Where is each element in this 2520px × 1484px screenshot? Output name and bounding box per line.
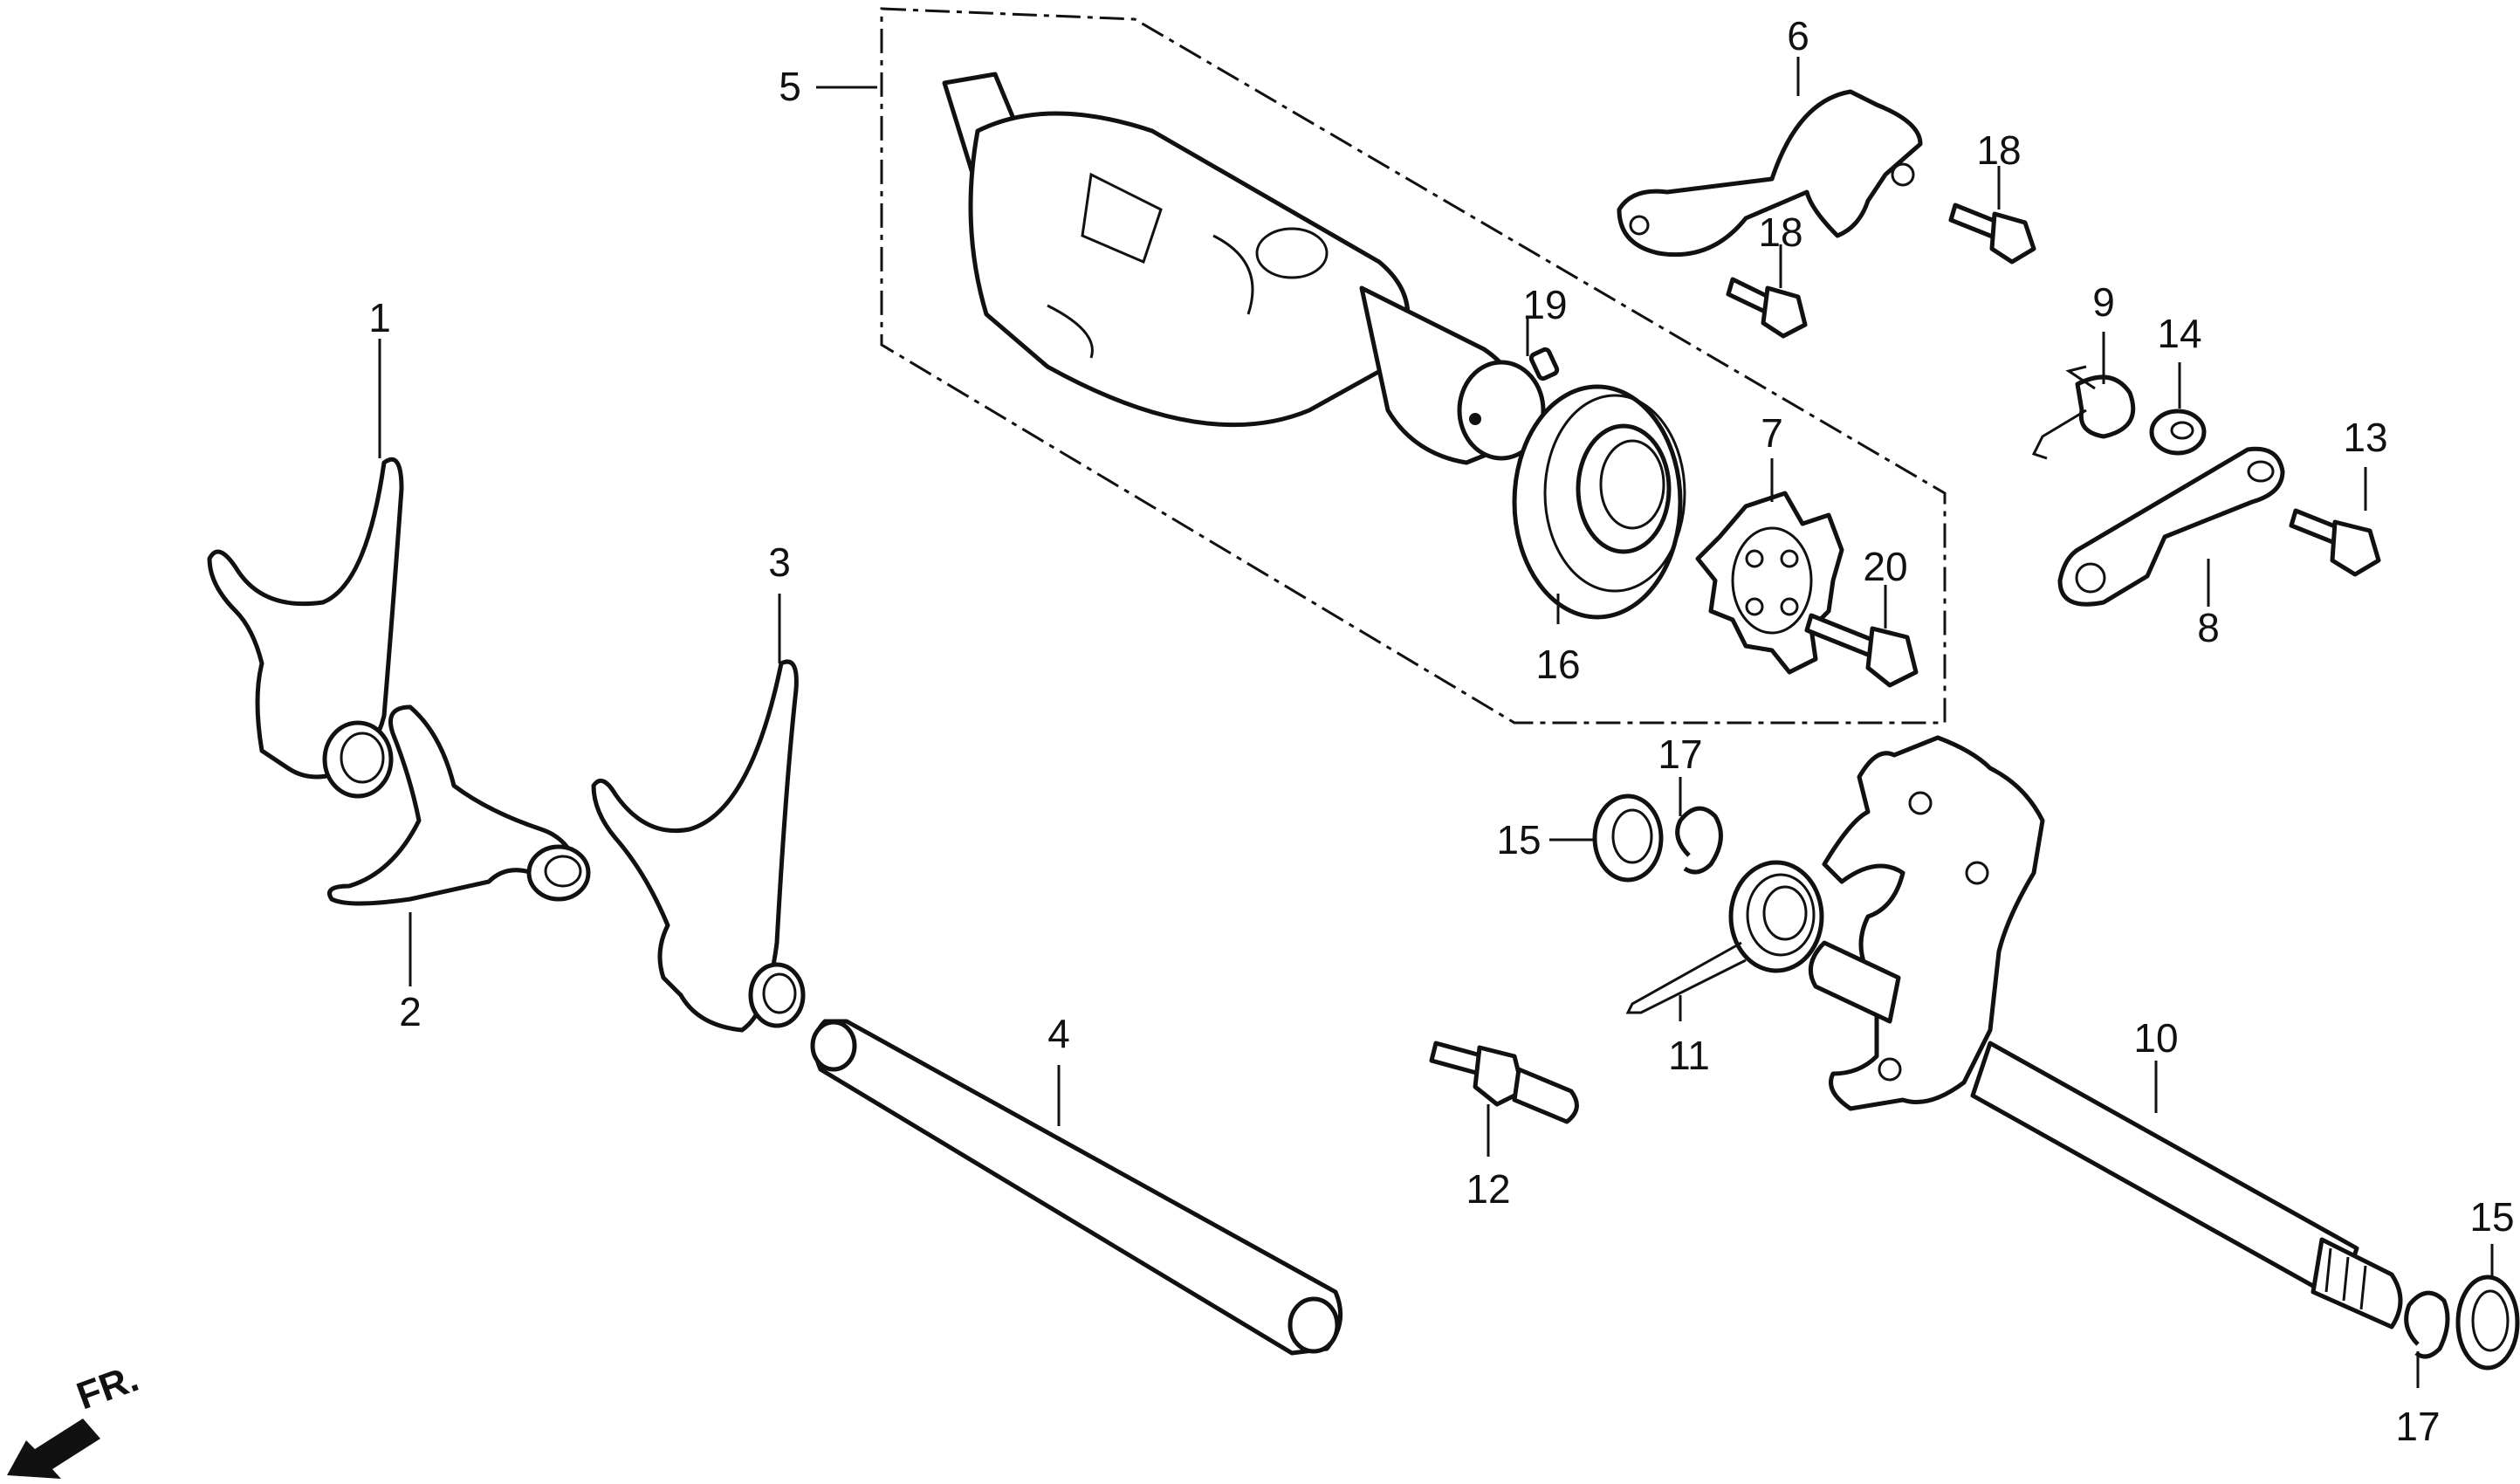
front-direction-indicator: FR.: [7, 1357, 144, 1479]
dowel-pin: [1528, 347, 1560, 381]
gearshift-drum: [942, 72, 1546, 465]
gearshift-spindle: [1808, 735, 2403, 1329]
callout-4: 4: [1047, 1011, 1070, 1056]
callout-16: 16: [1535, 642, 1580, 687]
callout-15-lower: 15: [2469, 1194, 2514, 1240]
callout-12: 12: [1466, 1166, 1510, 1212]
callout-15-upper: 15: [1496, 817, 1541, 862]
callout-1: 1: [368, 295, 391, 340]
callout-3: 3: [768, 539, 791, 585]
stopper-arm: [2057, 446, 2285, 607]
bolt-18-upper: [1948, 203, 2036, 265]
stopper-spring: [2031, 365, 2136, 460]
callout-17-lower: 17: [2395, 1404, 2440, 1449]
callout-10: 10: [2133, 1015, 2178, 1061]
callout-19: 19: [1522, 282, 1567, 327]
shift-fork-2: [327, 704, 591, 906]
callout-17-upper: 17: [1658, 732, 1702, 777]
bolt-20: [1804, 613, 1919, 688]
spring-pin: [1429, 1041, 1579, 1124]
circlip-17-lower: [2404, 1290, 2450, 1359]
callout-11: 11: [1668, 1033, 1710, 1078]
washer-15-upper: [1592, 794, 1664, 883]
callout-labels: 1 2 3 4 5 6 7 8 9 10 11 12 13 14 15 15 1…: [368, 13, 2514, 1449]
drum-assembly-boundary: [880, 7, 1947, 725]
bolt-18-lower: [1726, 277, 1808, 339]
fork-shaft: [810, 1019, 1343, 1356]
circlip-17-upper: [1675, 806, 1723, 875]
callout-9: 9: [2092, 279, 2115, 325]
callout-13: 13: [2343, 415, 2387, 460]
drum-center: [1695, 491, 1844, 675]
callout-20: 20: [1863, 544, 1907, 589]
callout-2: 2: [399, 989, 422, 1034]
bearing: [1512, 384, 1686, 620]
callout-14: 14: [2157, 311, 2201, 356]
drum-stopper-plate: [1617, 89, 1923, 258]
shift-fork-1: [207, 457, 404, 799]
callout-18-upper: 18: [1976, 127, 2021, 173]
callout-5: 5: [779, 64, 801, 109]
return-spring: [1625, 860, 1824, 1014]
front-direction-label: FR.: [72, 1357, 144, 1418]
front-direction-arrow-icon: [7, 1419, 100, 1479]
washer-15-lower: [2455, 1274, 2520, 1371]
callout-7: 7: [1761, 410, 1783, 456]
leader-lines: [378, 57, 2494, 1388]
bolt-13: [2289, 508, 2381, 577]
callout-8: 8: [2197, 605, 2220, 650]
washer-14: [2149, 409, 2207, 456]
callout-6: 6: [1787, 13, 1809, 58]
callout-18-lower: 18: [1758, 210, 1802, 255]
shift-fork-3: [591, 659, 806, 1033]
